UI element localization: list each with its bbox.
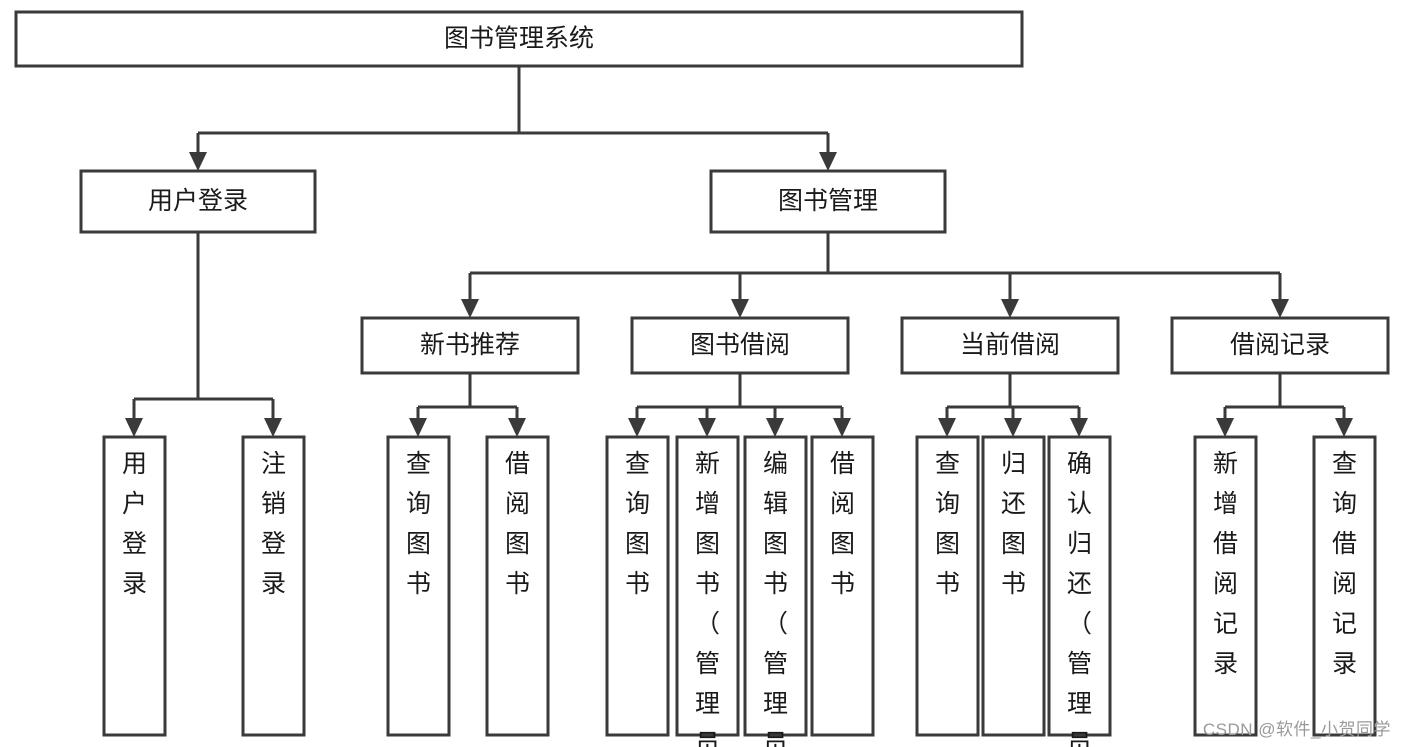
- node-leaf-query-book-borrow[interactable]: 查询图书: [605, 435, 670, 737]
- arrow-head-icon: [1271, 299, 1289, 318]
- arrow-head-icon: [628, 418, 646, 437]
- node-box: [605, 435, 670, 737]
- csdn-watermark: CSDN @软件_小贺同学: [1202, 720, 1391, 739]
- arrow-head-icon: [819, 152, 837, 171]
- node-leaf-add-book[interactable]: 新增图书（管理员）: [675, 435, 740, 747]
- node-box: [1047, 435, 1112, 737]
- node-label: 图书管理: [778, 187, 878, 215]
- node-leaf-borrow-book-recommend[interactable]: 借阅图书: [485, 435, 550, 737]
- arrow-head-icon: [731, 299, 749, 318]
- node-label: 用户登录: [148, 187, 248, 215]
- arrow-head-icon: [461, 299, 479, 318]
- node-label: 借阅图书: [830, 450, 855, 598]
- arrow-head-icon: [189, 152, 207, 171]
- node-label: 查询图书: [406, 450, 431, 598]
- arrow-head-icon: [1216, 418, 1234, 437]
- node-label: 归还图书: [1001, 450, 1026, 598]
- node-box: [675, 435, 740, 737]
- node-label: 注销登录: [261, 450, 286, 598]
- node-box: [79, 169, 317, 234]
- node-label: 查询图书: [625, 450, 650, 598]
- arrow-head-icon: [698, 418, 716, 437]
- connector-layer: [125, 66, 1353, 437]
- node-box: [900, 316, 1120, 375]
- node-box: [709, 169, 947, 234]
- node-leaf-confirm-return[interactable]: 确认归还（管理员）: [1047, 435, 1112, 747]
- node-box: [630, 316, 850, 375]
- arrow-head-icon: [938, 418, 956, 437]
- node-label: 确认归还（管理员）: [1067, 450, 1092, 747]
- node-label: 新增图书（管理员）: [695, 450, 720, 747]
- node-layer: 图书管理系统用户登录图书管理新书推荐图书借阅当前借阅借阅记录用户登录注销登录查询…: [14, 10, 1390, 747]
- node-box: [386, 435, 451, 737]
- node-leaf-add-record[interactable]: 新增借阅记录: [1193, 435, 1258, 737]
- node-label: 借阅记录: [1230, 331, 1330, 359]
- node-leaf-user-login[interactable]: 用户登录: [102, 435, 167, 737]
- connector-borrow-records-bus: [1216, 373, 1353, 437]
- connector-user-login-bus: [125, 232, 282, 437]
- node-label: 用户登录: [122, 450, 147, 598]
- connector-book-management-bus: [461, 232, 1289, 318]
- node-box: [1193, 435, 1258, 737]
- node-current-borrow[interactable]: 当前借阅: [900, 316, 1120, 375]
- node-box: [1312, 435, 1377, 737]
- connector-root-bus: [189, 66, 837, 171]
- connector-current-borrow-bus: [938, 373, 1088, 437]
- arrow-head-icon: [125, 418, 143, 437]
- node-label: 图书借阅: [690, 331, 790, 359]
- node-leaf-query-book-current[interactable]: 查询图书: [915, 435, 980, 737]
- node-leaf-query-book-recommend[interactable]: 查询图书: [386, 435, 451, 737]
- connector-book-borrow-bus: [628, 373, 851, 437]
- node-new-book-recommend[interactable]: 新书推荐: [360, 316, 580, 375]
- arrow-head-icon: [409, 418, 427, 437]
- node-leaf-edit-book[interactable]: 编辑图书（管理员）: [743, 435, 808, 747]
- node-book-management[interactable]: 图书管理: [709, 169, 947, 234]
- node-label: 新增借阅记录: [1213, 450, 1238, 678]
- node-borrow-records[interactable]: 借阅记录: [1170, 316, 1390, 375]
- node-root[interactable]: 图书管理系统: [14, 10, 1024, 68]
- connector-new-book-recommend-bus: [409, 373, 526, 437]
- node-leaf-query-record[interactable]: 查询借阅记录: [1312, 435, 1377, 737]
- arrow-head-icon: [264, 418, 282, 437]
- node-label: 图书管理系统: [444, 25, 594, 53]
- node-label: 查询图书: [935, 450, 960, 598]
- node-box: [1170, 316, 1390, 375]
- node-box: [915, 435, 980, 737]
- arrow-head-icon: [766, 418, 784, 437]
- node-box: [981, 435, 1046, 737]
- node-box: [102, 435, 167, 737]
- arrow-head-icon: [1335, 418, 1353, 437]
- node-box: [810, 435, 875, 737]
- node-box: [743, 435, 808, 737]
- arrow-head-icon: [1001, 299, 1019, 318]
- node-box: [14, 10, 1024, 68]
- node-label: 编辑图书（管理员）: [763, 450, 788, 747]
- node-book-borrow[interactable]: 图书借阅: [630, 316, 850, 375]
- node-leaf-return-book[interactable]: 归还图书: [981, 435, 1046, 737]
- node-box: [241, 435, 306, 737]
- node-label: 新书推荐: [420, 331, 520, 359]
- arrow-head-icon: [833, 418, 851, 437]
- arrow-head-icon: [508, 418, 526, 437]
- arrow-head-icon: [1070, 418, 1088, 437]
- node-label: 当前借阅: [960, 331, 1060, 359]
- node-label: 查询借阅记录: [1332, 450, 1357, 678]
- node-label: 借阅图书: [505, 450, 530, 598]
- node-leaf-logout[interactable]: 注销登录: [241, 435, 306, 737]
- arrow-head-icon: [1004, 418, 1022, 437]
- node-box: [360, 316, 580, 375]
- node-leaf-borrow-book[interactable]: 借阅图书: [810, 435, 875, 737]
- node-user-login[interactable]: 用户登录: [79, 169, 317, 234]
- node-box: [485, 435, 550, 737]
